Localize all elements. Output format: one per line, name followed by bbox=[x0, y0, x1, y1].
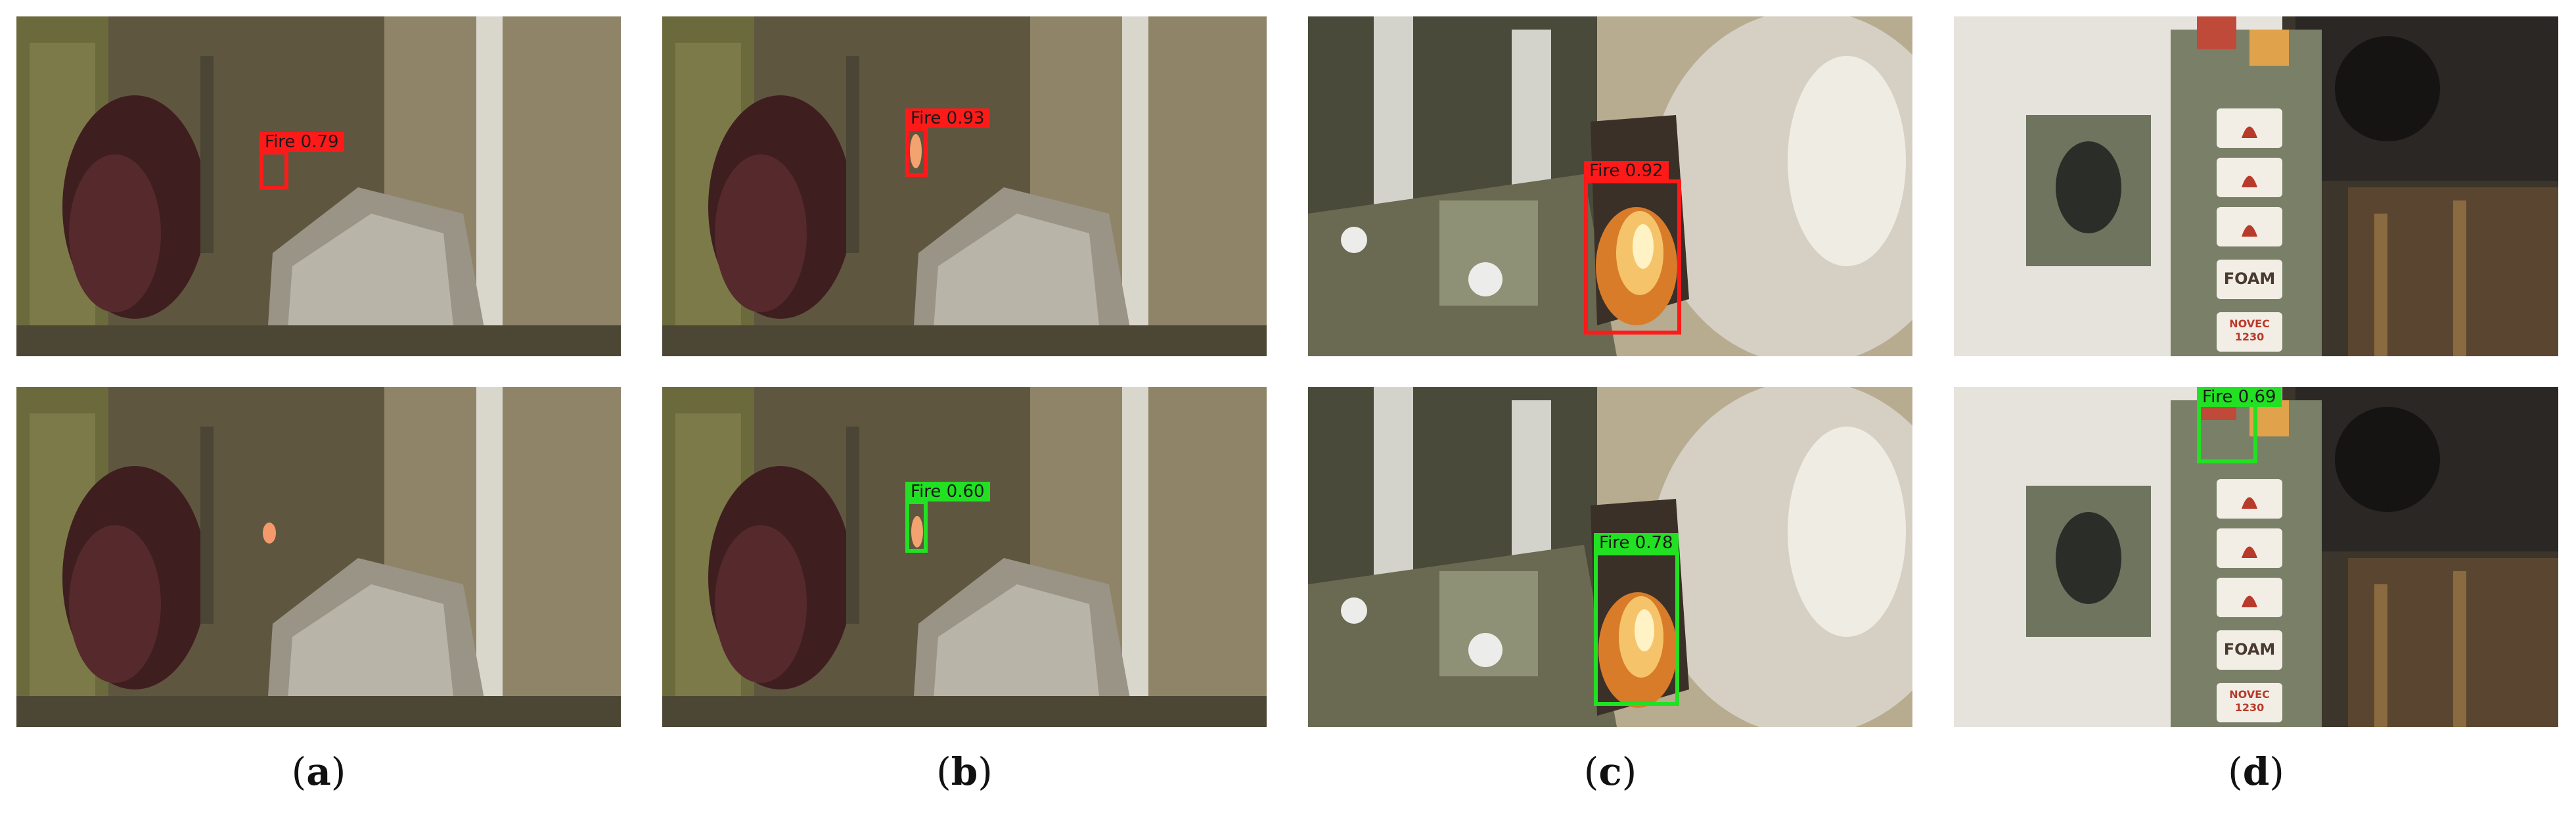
foam-button-text: FOAM bbox=[2223, 269, 2276, 288]
caption-a: (a) bbox=[291, 749, 346, 794]
detection-box bbox=[1594, 551, 1679, 706]
detection-box bbox=[1584, 179, 1681, 335]
panel-d-top: FOAM NOVEC 1230 bbox=[1954, 16, 2558, 356]
panel-d-bottom: FOAM NOVEC 1230 Fire 0.69 bbox=[1954, 387, 2558, 727]
foam-button-text: FOAM bbox=[2223, 640, 2276, 659]
detection-box bbox=[905, 127, 928, 177]
agent-text-line2: 1230 bbox=[2234, 701, 2265, 714]
agent-text-line1: NOVEC bbox=[2229, 688, 2270, 701]
detection-label: Fire 0.60 bbox=[905, 482, 990, 501]
panel-c-top: Fire 0.92 bbox=[1308, 16, 1912, 356]
engine-room-scene bbox=[662, 16, 1267, 356]
detection-box bbox=[905, 500, 928, 553]
agent-text-line2: 1230 bbox=[2234, 331, 2265, 343]
caption-d: (d) bbox=[2228, 749, 2284, 794]
suppression-panel-scene bbox=[1954, 387, 2558, 727]
panel-c-bottom: Fire 0.78 bbox=[1308, 387, 1912, 727]
detection-box bbox=[260, 151, 288, 190]
caption-c: (c) bbox=[1583, 749, 1637, 794]
suppression-panel-scene bbox=[1954, 16, 2558, 356]
detection-label: Fire 0.69 bbox=[2197, 387, 2282, 407]
detection-label: Fire 0.92 bbox=[1584, 161, 1669, 181]
detection-label: Fire 0.78 bbox=[1594, 533, 1679, 553]
engine-fire-scene bbox=[1308, 387, 1912, 727]
engine-fire-scene bbox=[1308, 16, 1912, 356]
panel-b-top: Fire 0.93 bbox=[662, 16, 1267, 356]
detection-label: Fire 0.93 bbox=[905, 108, 990, 128]
engine-room-scene bbox=[16, 16, 621, 356]
engine-room-scene bbox=[16, 387, 621, 727]
detection-label: Fire 0.79 bbox=[260, 132, 344, 152]
panel-b-bottom: Fire 0.60 bbox=[662, 387, 1267, 727]
caption-b: (b) bbox=[936, 749, 993, 794]
panel-a-top: Fire 0.79 bbox=[16, 16, 621, 356]
panel-a-bottom bbox=[16, 387, 621, 727]
engine-room-scene bbox=[662, 387, 1267, 727]
agent-text-line1: NOVEC bbox=[2229, 317, 2270, 330]
